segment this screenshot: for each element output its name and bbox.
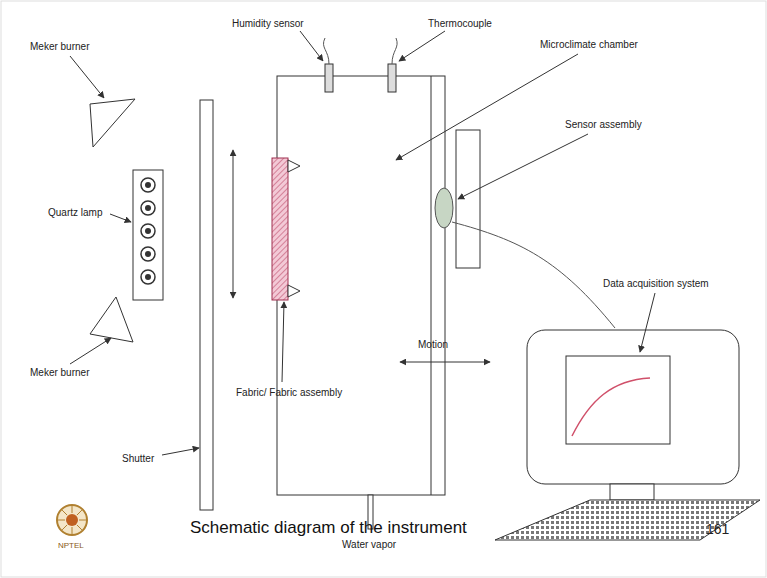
- part-label: Shutter: [122, 452, 154, 465]
- logo-text: NPTEL: [58, 540, 84, 551]
- shutter-motion-arrow: [233, 150, 234, 298]
- computer: [495, 330, 760, 540]
- part-label: Microclimate chamber: [540, 38, 638, 51]
- leader-lines: [70, 31, 655, 455]
- fabric-assembly: [272, 158, 300, 300]
- part-label: Thermocouple: [428, 17, 492, 30]
- microclimate-chamber: [277, 38, 445, 529]
- quartz-lamp: [133, 170, 163, 300]
- sensor-assembly: [435, 130, 615, 328]
- part-label: Fabric/ Fabric assembly: [236, 386, 342, 399]
- part-label: Quartz lamp: [48, 206, 102, 219]
- meker-burner-bottom: [90, 297, 133, 342]
- part-label: Sensor assembly: [565, 118, 642, 131]
- motion-arrow: [400, 362, 490, 363]
- part-label: Water vapor: [342, 538, 396, 551]
- caption: Schematic diagram of the instrument: [190, 518, 467, 538]
- shutter: [200, 100, 213, 510]
- meker-burner-top: [90, 99, 135, 147]
- nptel-logo: [57, 505, 87, 535]
- part-label: Meker burner: [30, 366, 89, 379]
- part-label: Meker burner: [30, 40, 89, 53]
- page-number: 161: [706, 521, 729, 538]
- part-label: Humidity sensor: [232, 17, 304, 30]
- part-label: Data acquisition system: [603, 277, 709, 290]
- part-label: Motion: [418, 338, 448, 351]
